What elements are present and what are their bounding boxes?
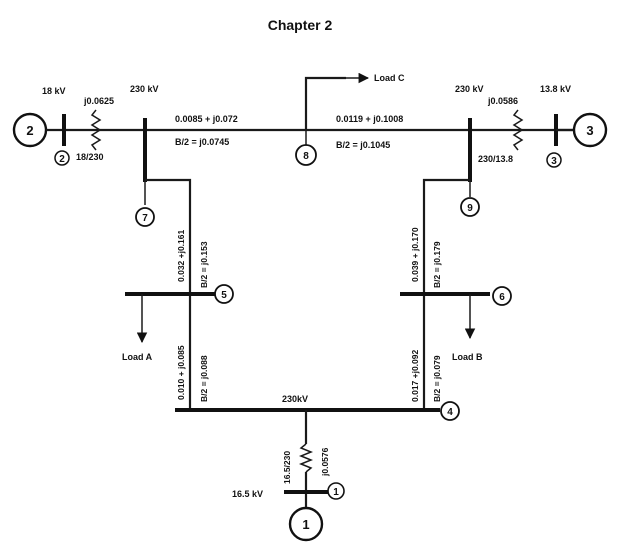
line-96-impedance: 0.039 + j0.170 (410, 227, 420, 282)
bus4-voltage: 230kV (282, 394, 308, 404)
line-78-impedance: 0.0085 + j0.072 (175, 114, 238, 124)
generator-3 (572, 112, 608, 148)
generator-3-label: 3 (586, 123, 593, 138)
line-96-charging: B/2 = j0.179 (432, 241, 442, 288)
bus9-voltage: 230 kV (455, 84, 484, 94)
load-b-label: Load B (452, 352, 483, 362)
bus-3-label: 3 (551, 156, 557, 167)
generator-2-label: 2 (26, 123, 33, 138)
bus-7-label: 7 (142, 213, 148, 224)
t3-impedance: j0.0586 (487, 96, 518, 106)
line-54-impedance: 0.010 + j0.085 (176, 345, 186, 400)
bus-9-label: 9 (467, 203, 473, 214)
bus-5-label: 5 (221, 290, 227, 301)
bus-6-label: 6 (499, 292, 505, 303)
bus-3-marker (546, 152, 562, 168)
transformer-3-coil (512, 109, 524, 151)
bus-8-marker (295, 144, 317, 166)
bus-1-marker (327, 482, 345, 500)
generator-1 (288, 506, 324, 542)
line-78-charging: B/2 = j0.0745 (175, 137, 229, 147)
transformer-1-coil (298, 443, 314, 473)
bus-1-label: 1 (333, 487, 339, 498)
bus-5-marker (214, 284, 234, 304)
t3-ratio: 230/13.8 (478, 154, 513, 164)
t2-impedance: j0.0625 (83, 96, 114, 106)
page-title: Chapter 2 (268, 17, 333, 33)
bus9-to-bus4-path (422, 178, 470, 410)
load-a-label: Load A (122, 352, 153, 362)
line-89-charging: B/2 = j0.1045 (336, 140, 390, 150)
line-75-impedance: 0.032 +j0.161 (176, 229, 186, 282)
bus-2-marker (54, 150, 70, 166)
gen1-voltage: 16.5 kV (232, 489, 263, 499)
generator-1-label: 1 (302, 517, 309, 532)
t1-ratio: 16.5/230 (282, 451, 292, 484)
line-64-charging: B/2 = j0.079 (432, 355, 442, 402)
load-c-feeder (304, 76, 346, 130)
bus-9-marker (460, 197, 480, 217)
bus-2-label: 2 (59, 154, 65, 165)
bus7-voltage: 230 kV (130, 84, 159, 94)
bus-8-label: 8 (303, 151, 309, 162)
t2-ratio: 18/230 (76, 152, 104, 162)
line-75-charging: B/2 = j0.153 (199, 241, 209, 288)
load-c-label: Load C (374, 73, 405, 83)
bus7-to-bus4-path (145, 178, 192, 410)
bus-6-marker (492, 286, 512, 306)
bus-7-marker (135, 207, 155, 227)
line-64-impedance: 0.017 +j0.092 (410, 349, 420, 402)
gen2-voltage: 18 kV (42, 86, 66, 96)
t1-impedance: j0.0576 (320, 447, 330, 477)
transformer-2-coil (90, 109, 102, 151)
gen3-voltage: 13.8 kV (540, 84, 571, 94)
bus-4-marker (440, 401, 460, 421)
bus-4-label: 4 (447, 407, 453, 418)
line-54-charging: B/2 = j0.088 (199, 355, 209, 402)
line-89-impedance: 0.0119 + j0.1008 (336, 114, 403, 124)
